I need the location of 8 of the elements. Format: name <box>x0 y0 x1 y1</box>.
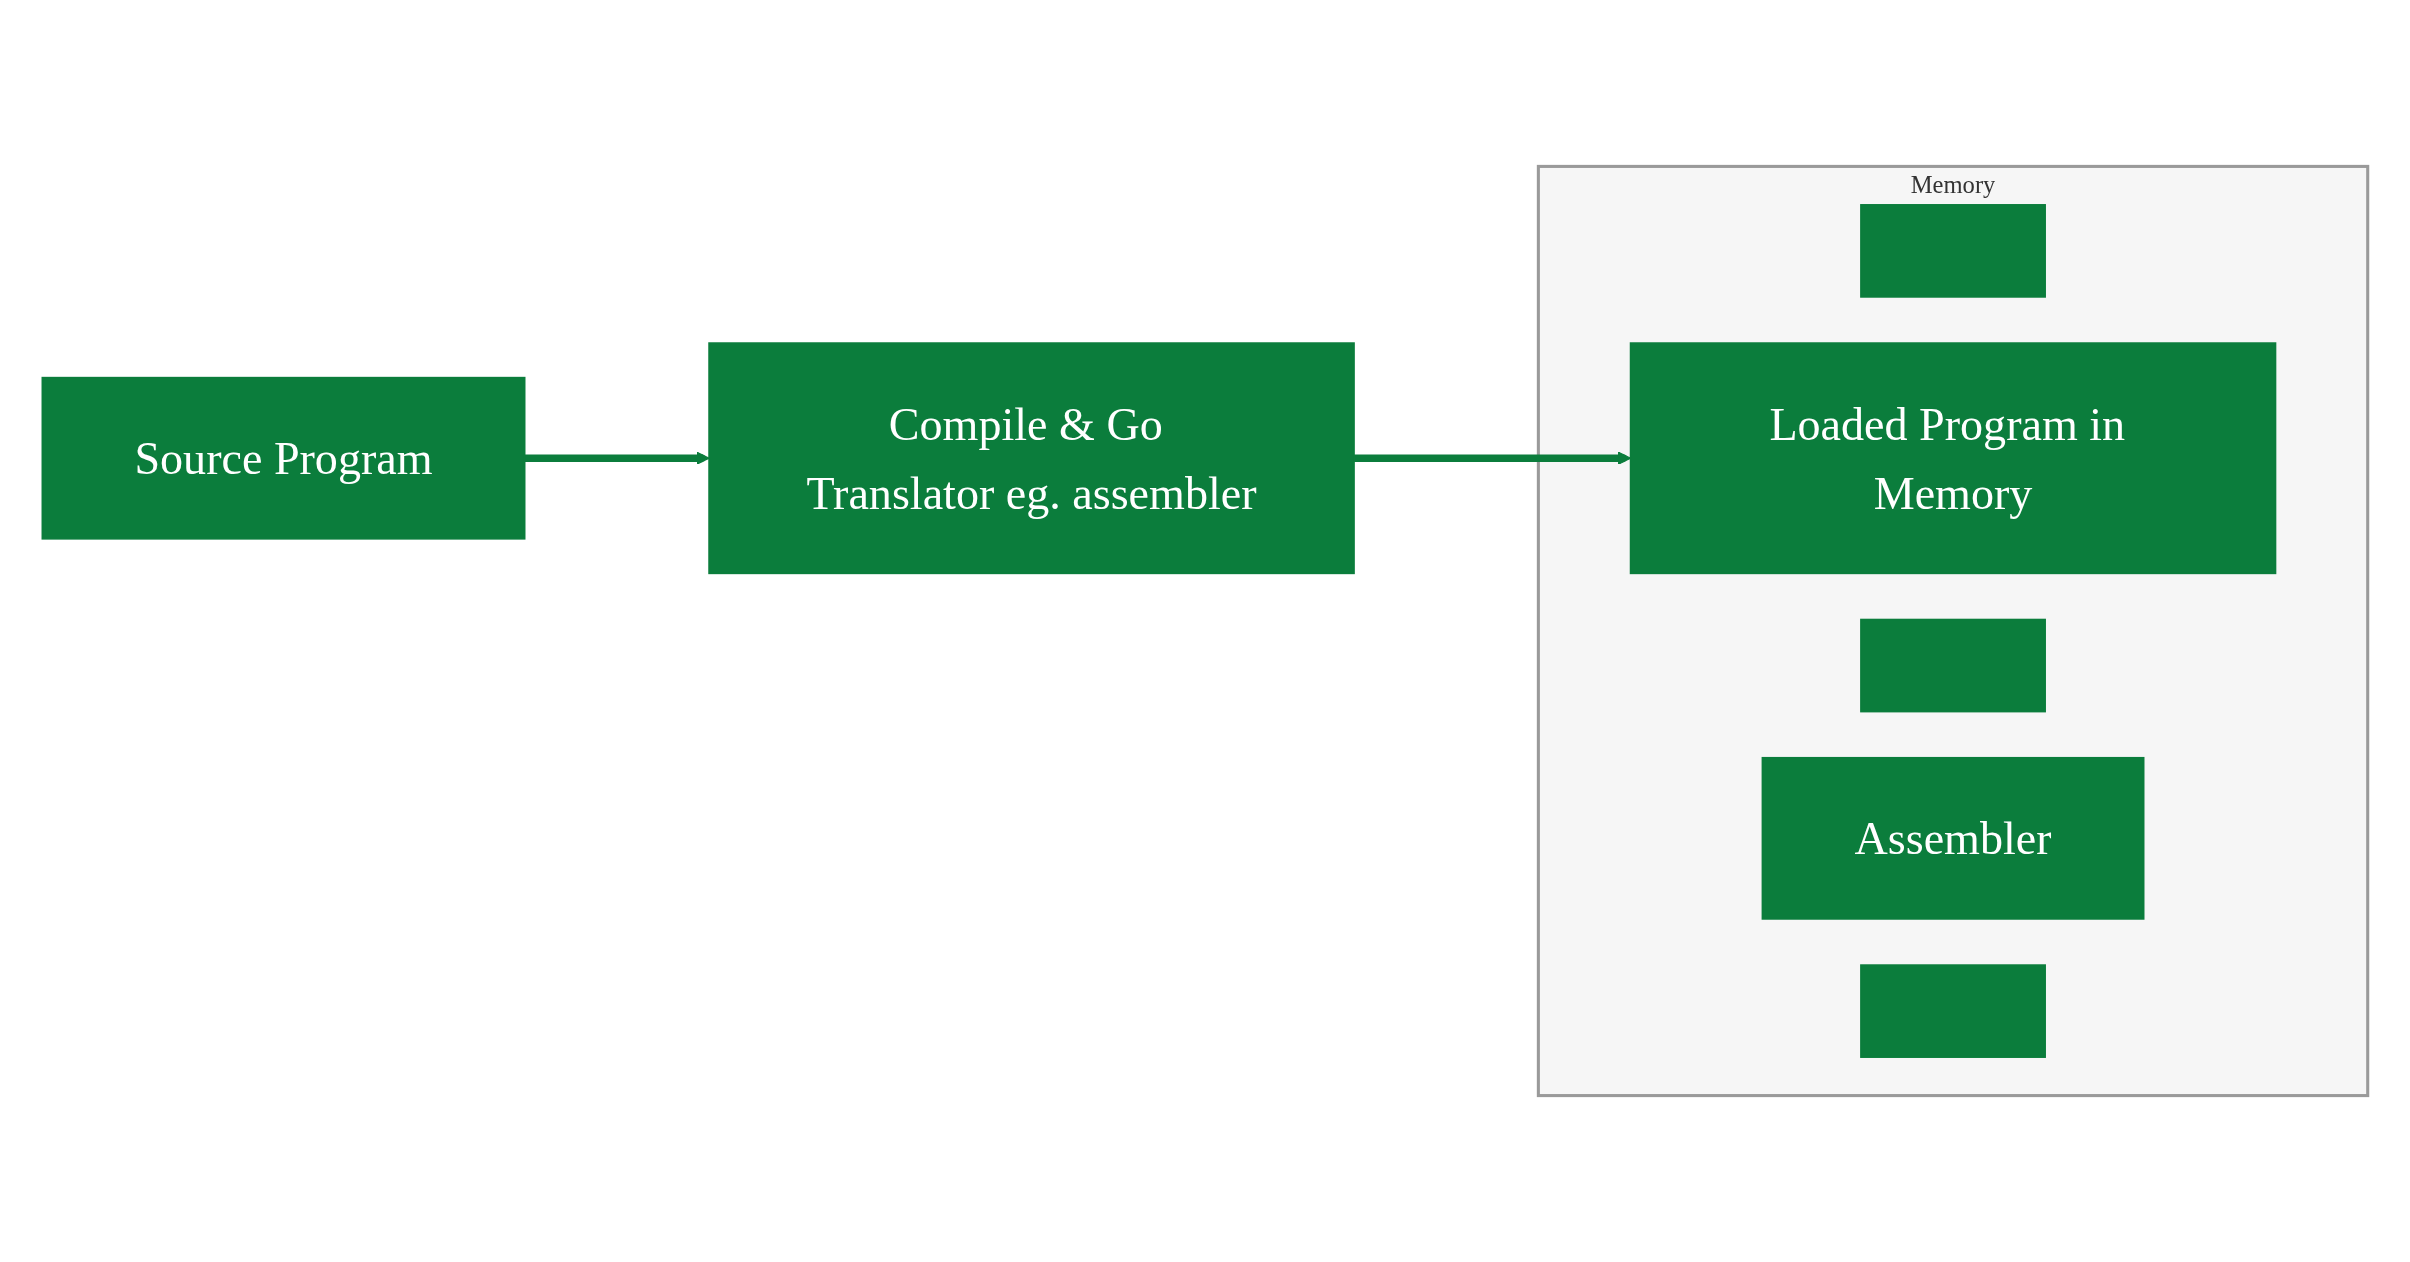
node-box: Source Program <box>41 376 526 540</box>
node-box <box>1860 964 2046 1058</box>
node-box: Assembler <box>1761 756 2145 920</box>
node-box <box>1860 618 2046 713</box>
node-box: Compile & Go Translator eg. assembler <box>708 342 1355 575</box>
node-box <box>1860 204 2046 298</box>
arrow <box>524 451 710 465</box>
node-box: Loaded Program in Memory <box>1629 342 2277 575</box>
